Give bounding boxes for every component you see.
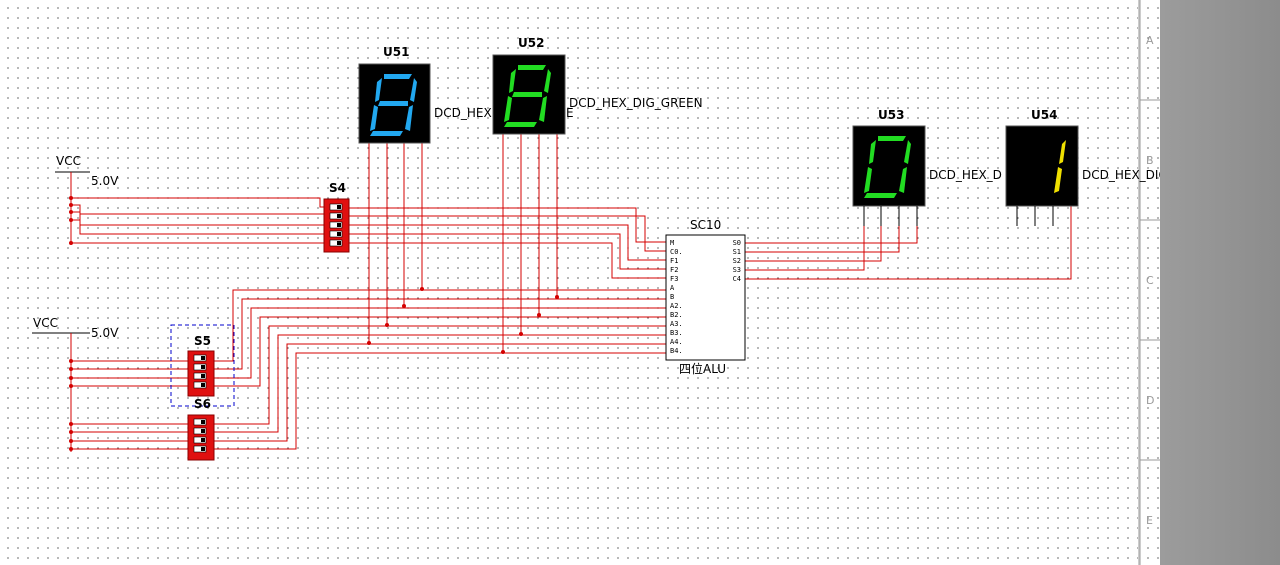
vcc-label: VCC xyxy=(33,316,58,330)
alu-pin-label: B3. xyxy=(670,329,683,337)
zone-label-e: E xyxy=(1146,514,1153,527)
switch-ref: S4 xyxy=(329,181,346,195)
display-ref: U51 xyxy=(383,45,409,59)
alu-pin-label: A xyxy=(670,284,675,292)
part-label: DCD_HEX xyxy=(434,106,492,120)
alu-pin-label: M xyxy=(670,239,674,247)
zone-label-a: A xyxy=(1146,34,1154,47)
gray-side-panel xyxy=(1160,0,1280,565)
display-u52[interactable]: U52 DCD_HEX_DIG_GREEN xyxy=(492,36,703,135)
segment-digit-1 xyxy=(1054,140,1066,193)
display-u54[interactable]: U54 DCD_HEX_DIG_YELLOW xyxy=(1005,108,1160,226)
vcc-rail-bottom[interactable]: VCC 5.0V xyxy=(32,316,119,340)
alu-pin-label: F1 xyxy=(670,257,678,265)
segment-digit-8 xyxy=(504,65,551,127)
alu-pin-label: A3. xyxy=(670,320,683,328)
display-ref: U53 xyxy=(878,108,904,122)
sheet-border xyxy=(1138,0,1140,565)
zone-label-c: C xyxy=(1146,274,1154,287)
vcc-label: VCC xyxy=(56,154,81,168)
display-ref: U52 xyxy=(518,36,544,50)
zone-label-d: D xyxy=(1146,394,1154,407)
segment-digit-8 xyxy=(370,74,417,136)
schematic-canvas[interactable] xyxy=(0,0,1160,565)
display-ref: U54 xyxy=(1031,108,1057,122)
voltage-label: 5.0V xyxy=(91,174,119,188)
alu-pin-label: S2 xyxy=(733,257,741,265)
display-pins xyxy=(1016,206,1054,226)
voltage-label: 5.0V xyxy=(91,326,119,340)
display-u53[interactable]: U53 DCD_HEX_D xyxy=(852,108,1002,226)
dip-switch-s4[interactable]: S4 xyxy=(323,181,350,253)
zone-label-b: B xyxy=(1146,154,1154,167)
part-label: DCD_HEX_DIG_YELLOW xyxy=(1082,168,1160,182)
alu-pin-label: F3 xyxy=(670,275,678,283)
switch-ref: S5 xyxy=(194,334,211,348)
part-label: DCD_HEX_DIG_GREEN xyxy=(569,96,703,110)
junctions xyxy=(69,196,559,451)
vcc-rail-top[interactable]: VCC 5.0V xyxy=(55,154,119,188)
selection-box xyxy=(170,324,235,407)
alu-ref: SC10 xyxy=(690,218,721,232)
alu-pin-label: F2 xyxy=(670,266,678,274)
dip-switch-s5[interactable]: S5 xyxy=(170,324,235,407)
segment-digit-0 xyxy=(864,136,911,198)
dip-switch-s6[interactable]: S6 xyxy=(187,397,215,461)
alu-pin-label: C0. xyxy=(670,248,683,256)
alu-pin-label: B2. xyxy=(670,311,683,319)
alu-pin-label: S0 xyxy=(733,239,741,247)
alu-pin-label: S3 xyxy=(733,266,741,274)
schematic-svg: A B C D E VCC 5.0V VCC 5.0V xyxy=(32,0,1160,565)
part-label: DCD_HEX_D xyxy=(929,168,1002,182)
display-pins xyxy=(863,206,918,226)
alu-pin-label: A4. xyxy=(670,338,683,346)
alu-pin-label: B xyxy=(670,293,674,301)
switch-ref: S6 xyxy=(194,397,211,411)
part-label-tail: E xyxy=(566,106,574,120)
alu-pin-label: A2. xyxy=(670,302,683,310)
alu-pin-label: S1 xyxy=(733,248,741,256)
display-u51[interactable]: U51 DCD_HEX E xyxy=(358,45,574,144)
alu-name: 四位ALU xyxy=(679,361,726,376)
alu-pin-label: C4 xyxy=(733,275,741,283)
alu-pin-label: B4. xyxy=(670,347,683,355)
